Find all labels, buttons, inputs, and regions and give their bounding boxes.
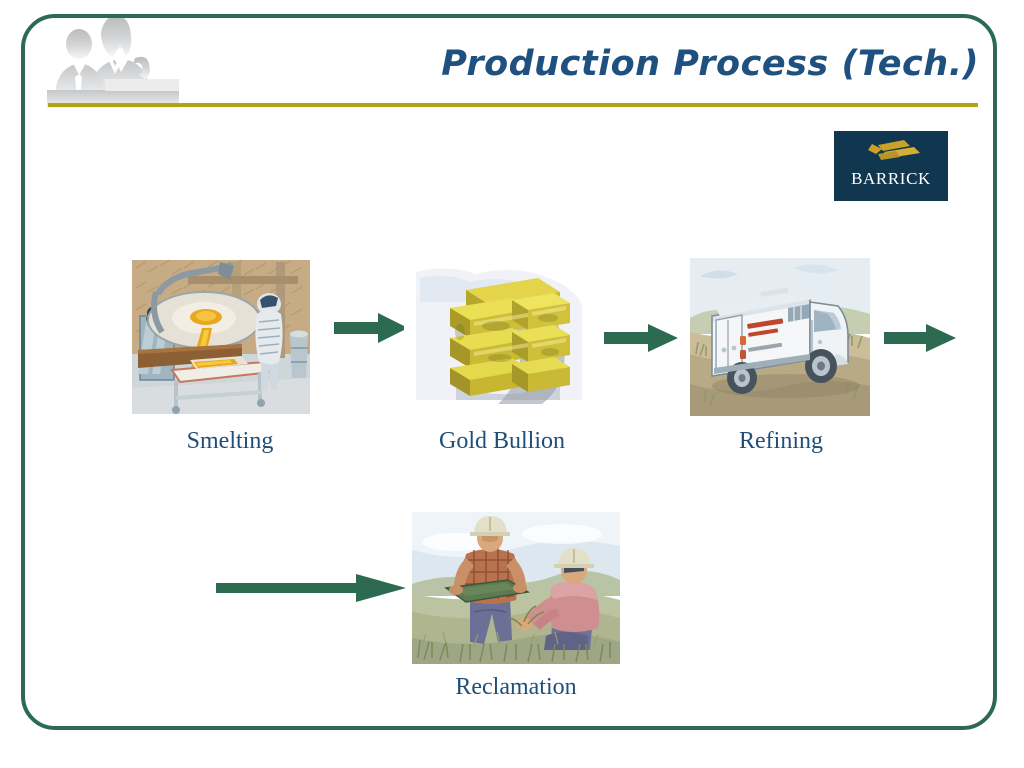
slide-header: Production Process (Tech.) <box>21 16 997 116</box>
smelting-furnace-illustration <box>128 258 314 416</box>
right-arrow-icon <box>884 322 956 354</box>
stage-label-smelting: Smelting <box>186 428 274 454</box>
right-arrow-icon <box>216 572 406 604</box>
process-stage-smelting: Smelting <box>128 258 318 496</box>
gold-bars-icon <box>834 137 948 169</box>
stage-label-gold-bullion: Gold Bullion <box>438 428 565 454</box>
stage-label-refining: Refining <box>739 428 823 454</box>
right-arrow-icon <box>604 322 678 354</box>
process-stage-reclamation: Reclamation <box>412 512 622 712</box>
header-divider-rule <box>48 103 978 107</box>
process-stage-gold-bullion: Gold Bullion <box>404 262 600 496</box>
gold-bullion-bars-illustration <box>404 262 596 414</box>
right-arrow-icon <box>334 310 408 346</box>
barrick-wordmark: BARRICK <box>851 169 931 188</box>
reclamation-workers-illustration <box>412 512 620 664</box>
process-stage-refining: Refining <box>690 258 874 496</box>
armored-truck-illustration <box>690 258 870 416</box>
page-title: Production Process (Tech.) <box>441 44 979 84</box>
barrick-logo: BARRICK <box>834 131 948 201</box>
business-people-silhouette-icon <box>47 16 179 110</box>
stage-label-reclamation: Reclamation <box>455 674 577 700</box>
